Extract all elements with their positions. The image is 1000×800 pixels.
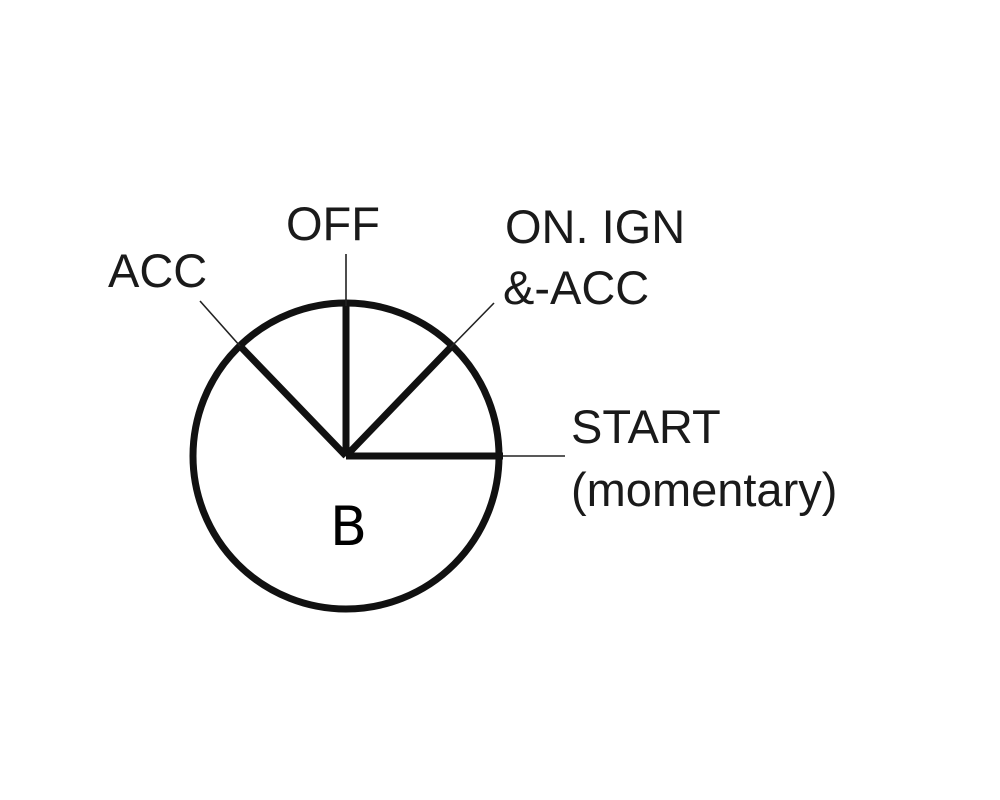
leader-acc [199,300,241,347]
label-on-line2: &-ACC [503,261,649,314]
label-off: OFF [286,197,380,250]
label-start-line2: (momentary) [571,463,837,516]
label-acc: ACC [108,244,207,297]
leader-on [449,302,495,349]
center-label: B [330,495,367,558]
spoke-acc [237,343,349,459]
label-start-line1: START [571,400,721,453]
spoke-on [343,345,453,459]
label-on-line1: ON. IGN [505,200,685,253]
